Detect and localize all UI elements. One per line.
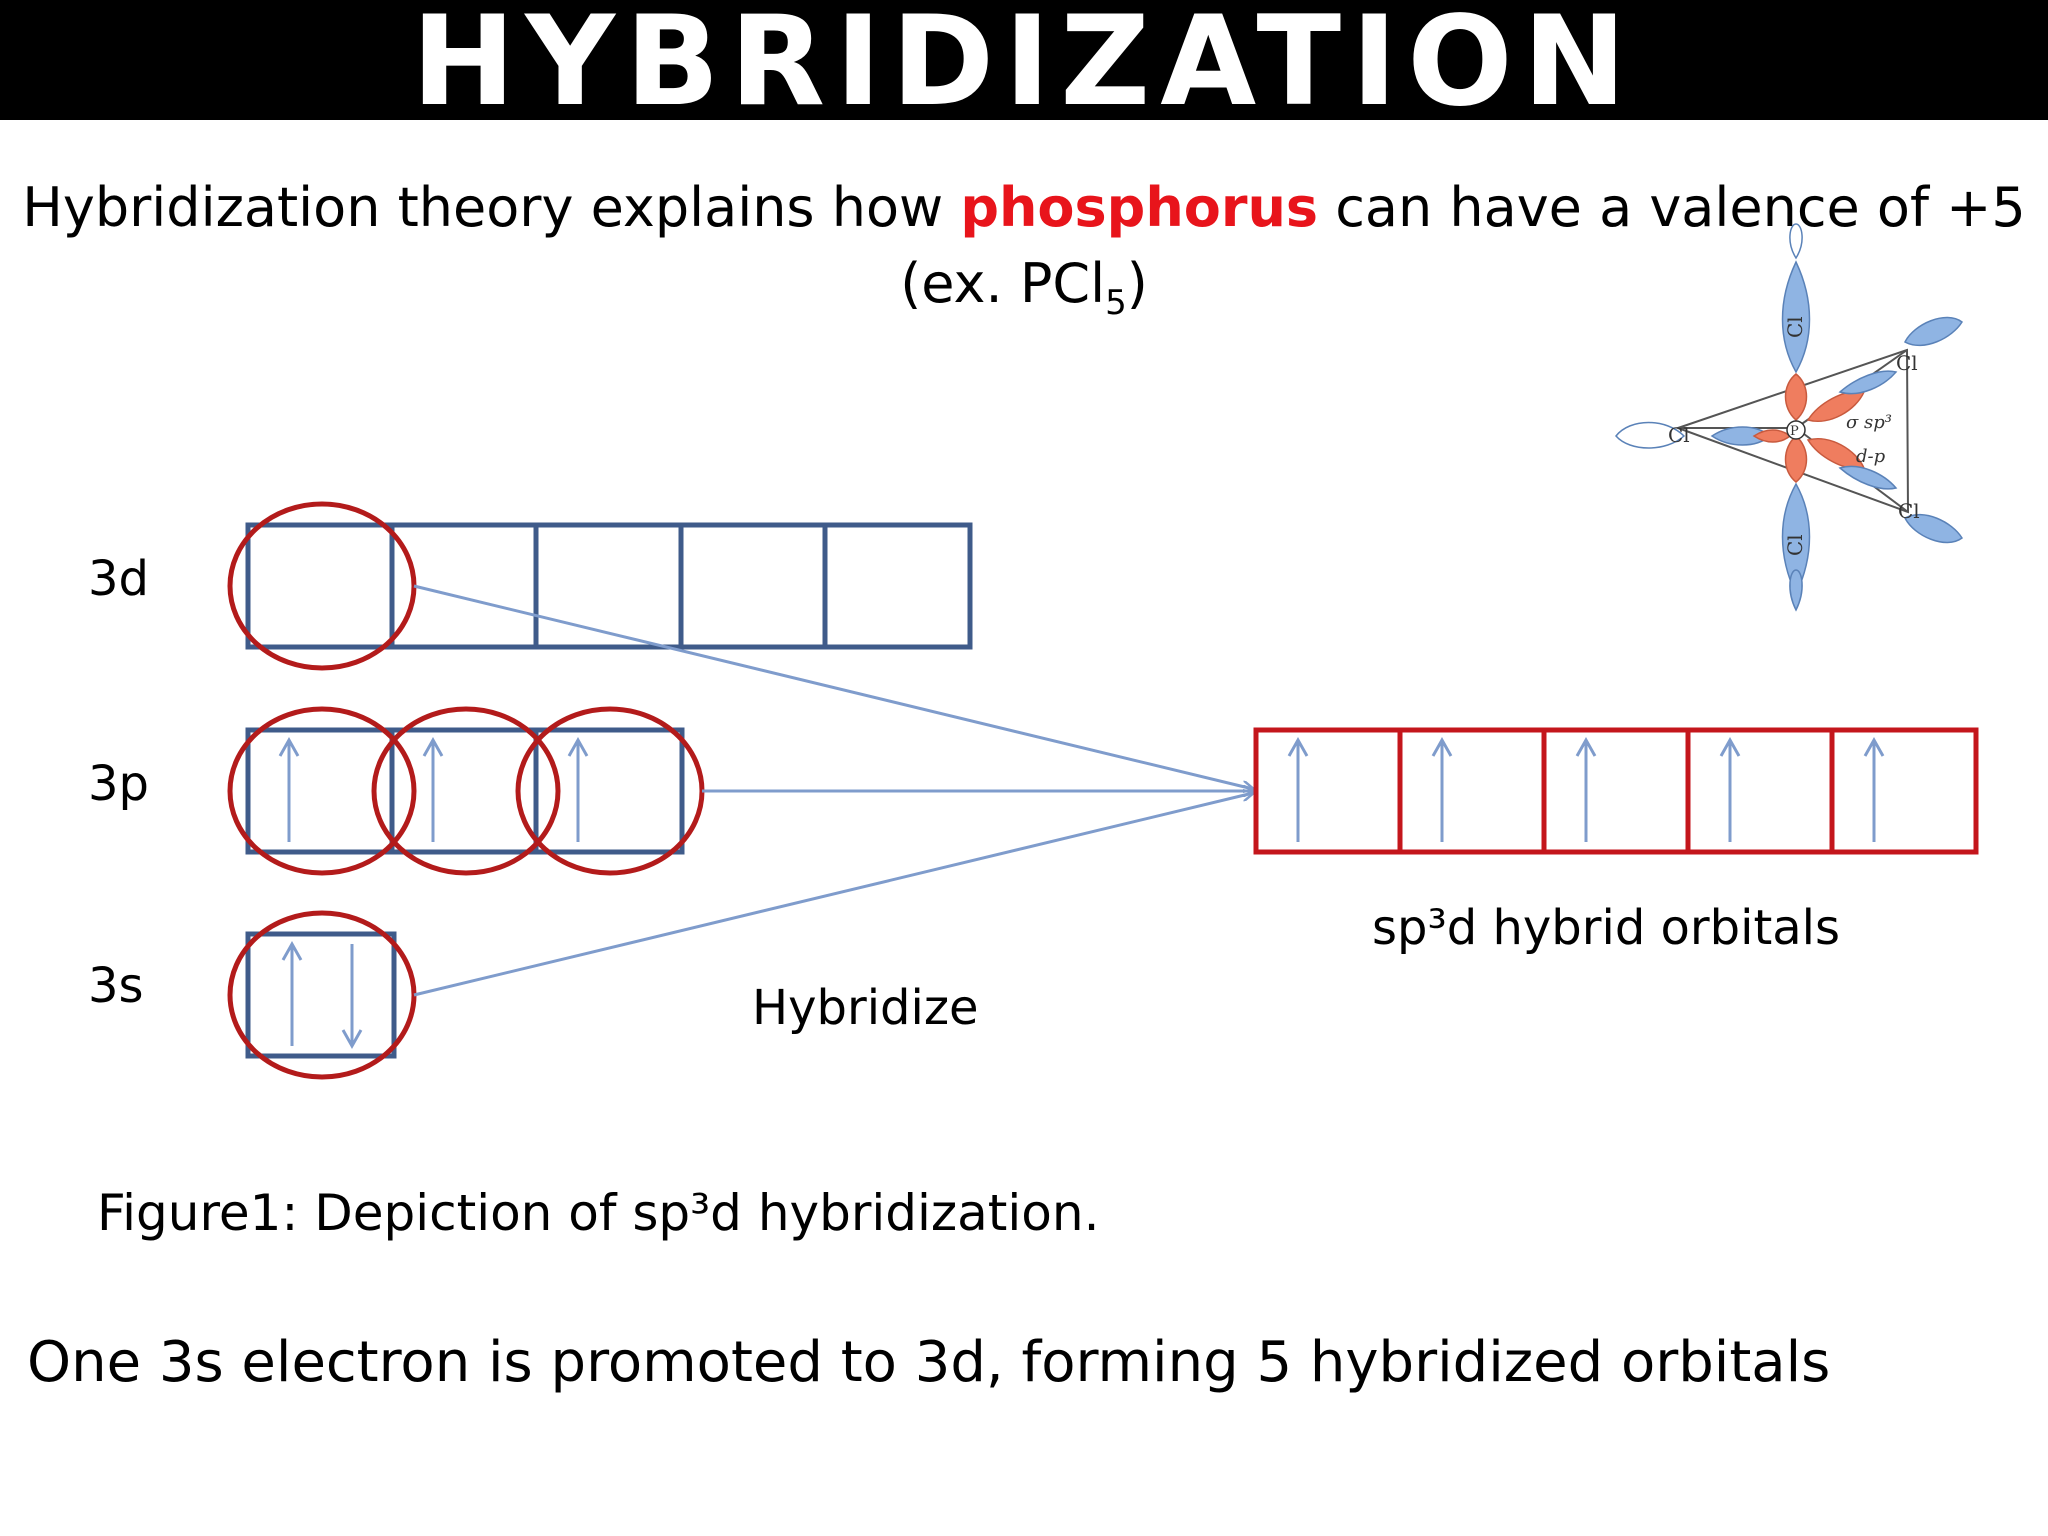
subtitle-line2-before: (ex. PCl — [900, 252, 1106, 315]
orbital-boxes-3p — [245, 727, 685, 855]
electron-up-arrow — [1575, 736, 1597, 842]
level-label-3d: 3d — [88, 551, 149, 607]
hybrid-orbital-boxes — [1253, 727, 1979, 855]
level-label-3s: 3s — [88, 958, 144, 1014]
title-bar: HYBRIDIZATION — [0, 0, 2048, 134]
cl-label-top: Cl — [1783, 316, 1807, 338]
subtitle-line2-after: ) — [1126, 252, 1148, 315]
phosphorus-label: P — [1790, 424, 1799, 439]
orbital-row-3s — [245, 931, 397, 1059]
equatorial-upper-cl-back-lobe — [1903, 316, 1964, 347]
subtitle-text-before: Hybridization theory explains how — [22, 176, 961, 239]
subtitle-text-after: can have a valence of +5 — [1318, 176, 2026, 239]
circle-3p-3 — [515, 706, 705, 876]
bond-type-label-1: σ sp³ — [1846, 412, 1892, 433]
electron-arrows-3s — [281, 940, 363, 1050]
equatorial-lower-cl-lobe — [1838, 465, 1898, 490]
orbital-boxes-3d — [245, 522, 973, 650]
pcl5-molecule-illustration: P Cl Cl Cl Cl Cl σ sp³ d-p — [1615, 223, 1964, 612]
electron-up-arrow — [422, 736, 444, 842]
bond-type-label-2: d-p — [1856, 446, 1886, 467]
equatorial-left-back-lobe — [1615, 421, 1686, 449]
hybrid-electron-arrows — [1287, 736, 1885, 842]
circle-3s — [227, 910, 417, 1080]
cl-label-lower-right: Cl — [1898, 499, 1920, 523]
phosphorus-atom — [1786, 420, 1806, 440]
hybridize-label: Hybridize — [752, 980, 979, 1036]
electron-up-arrow — [1863, 736, 1885, 842]
hybrid-orbital-row — [1253, 727, 1979, 855]
orbital-box-3s — [245, 931, 397, 1059]
hybridize-arrows — [413, 584, 1253, 997]
electron-down-arrow — [341, 944, 363, 1050]
circle-3p-1 — [227, 706, 417, 876]
subtitle-line2-sub: 5 — [1105, 282, 1127, 323]
axial-bottom-cl-lobe — [1781, 482, 1811, 596]
arrow-from-3d — [413, 584, 1253, 789]
electron-up-arrow — [1287, 736, 1309, 842]
level-label-3p: 3p — [88, 756, 149, 812]
hybrid-orbitals-label: sp³d hybrid orbitals — [1372, 900, 1840, 956]
cl-label-bottom: Cl — [1783, 534, 1807, 556]
electron-up-arrow — [281, 940, 303, 1046]
electron-up-arrow — [567, 736, 589, 842]
orbital-row-3d — [245, 522, 973, 650]
electron-up-arrow — [1431, 736, 1453, 842]
electron-arrows-3p — [278, 736, 589, 842]
electron-up-arrow — [1719, 736, 1741, 842]
subtitle: Hybridization theory explains how phosph… — [0, 170, 2048, 322]
selected-orbital-circles — [227, 501, 705, 1080]
axial-top-p-lobe — [1784, 373, 1808, 421]
axial-top-back-lobe — [1789, 223, 1803, 260]
equatorial-upper-cl-lobe — [1838, 370, 1898, 395]
circle-3p-2 — [371, 706, 561, 876]
cl-label-left: Cl — [1668, 423, 1690, 447]
axial-bottom-back-lobe — [1789, 569, 1803, 612]
arrow-from-3s — [413, 793, 1253, 997]
axial-bottom-p-lobe — [1784, 435, 1808, 483]
axial-top-cl-lobe — [1781, 260, 1811, 374]
bottom-explanation: One 3s electron is promoted to 3d, formi… — [27, 1330, 1831, 1395]
circle-3d-first — [227, 501, 417, 671]
electron-up-arrow — [278, 736, 300, 842]
subtitle-highlight: phosphorus — [960, 176, 1319, 239]
slide-title: HYBRIDIZATION — [411, 0, 1637, 134]
orbital-row-3p — [245, 727, 685, 855]
equatorial-lower-cl-back-lobe — [1903, 513, 1964, 544]
figure-caption: Figure1: Depiction of sp³d hybridization… — [97, 1184, 1099, 1242]
cl-label-upper-right: Cl — [1896, 351, 1918, 375]
